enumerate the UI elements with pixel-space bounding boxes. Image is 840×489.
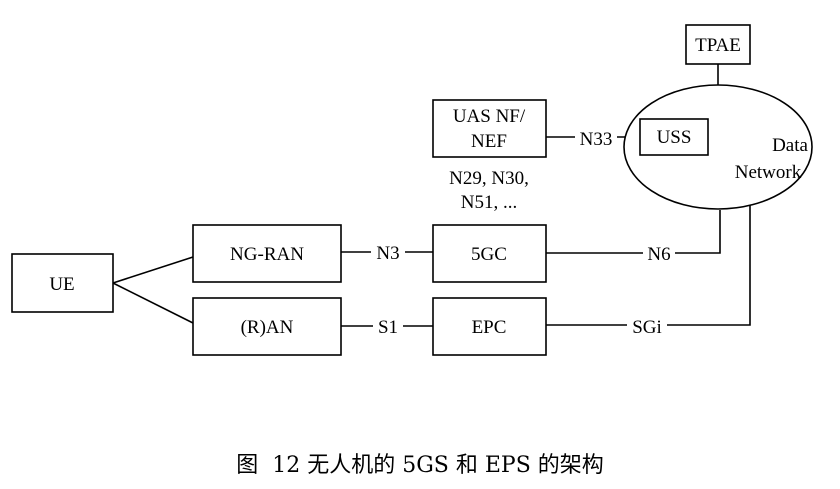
uss-box xyxy=(639,118,709,156)
n6-label-bg xyxy=(643,241,675,263)
ue-ran-link xyxy=(112,282,194,324)
ue-ngran-link xyxy=(112,256,194,284)
epc-label: EPC xyxy=(472,317,507,338)
ue-box xyxy=(11,253,114,313)
s1-label: S1 xyxy=(378,317,398,338)
n29-label-line1: N29, N30, xyxy=(449,168,529,189)
n33-label: N33 xyxy=(580,129,613,150)
connectors xyxy=(112,64,751,327)
ue-label: UE xyxy=(49,274,74,295)
data-network-label-line1: Data xyxy=(772,135,808,156)
ng-ran-box xyxy=(192,224,342,283)
n33-label-bg xyxy=(575,126,617,148)
sgi-label-bg xyxy=(627,314,667,336)
data-network-ellipse xyxy=(623,84,813,210)
uss-label: USS xyxy=(657,127,692,148)
tpae-label: TPAE xyxy=(695,35,741,56)
5gc-dn-link xyxy=(546,210,721,254)
epc-box xyxy=(432,297,547,356)
n29-label-line2: N51, ... xyxy=(461,192,517,213)
figure-caption: 图 12 无人机的 5GS 和 EPS 的架构 xyxy=(236,453,604,478)
ng-ran-label: NG-RAN xyxy=(230,244,304,265)
r-an-box xyxy=(192,297,342,356)
5gc-box xyxy=(432,224,547,283)
uas-nf-nef-box xyxy=(432,99,547,158)
5gc-label: 5GC xyxy=(471,244,507,265)
epc-dn-link xyxy=(546,180,751,326)
s1-label-bg xyxy=(373,314,403,336)
n3-label-bg xyxy=(371,240,405,262)
n6-label: N6 xyxy=(647,244,670,265)
r-an-label: (R)AN xyxy=(241,317,294,338)
n3-label: N3 xyxy=(376,243,399,264)
sgi-label: SGi xyxy=(632,317,662,338)
tpae-box xyxy=(685,24,751,65)
uas-nf-label-line1: UAS NF/ xyxy=(453,106,526,127)
uas-nf-label-line2: NEF xyxy=(471,131,507,152)
data-network-label-line2: Network xyxy=(735,162,802,183)
